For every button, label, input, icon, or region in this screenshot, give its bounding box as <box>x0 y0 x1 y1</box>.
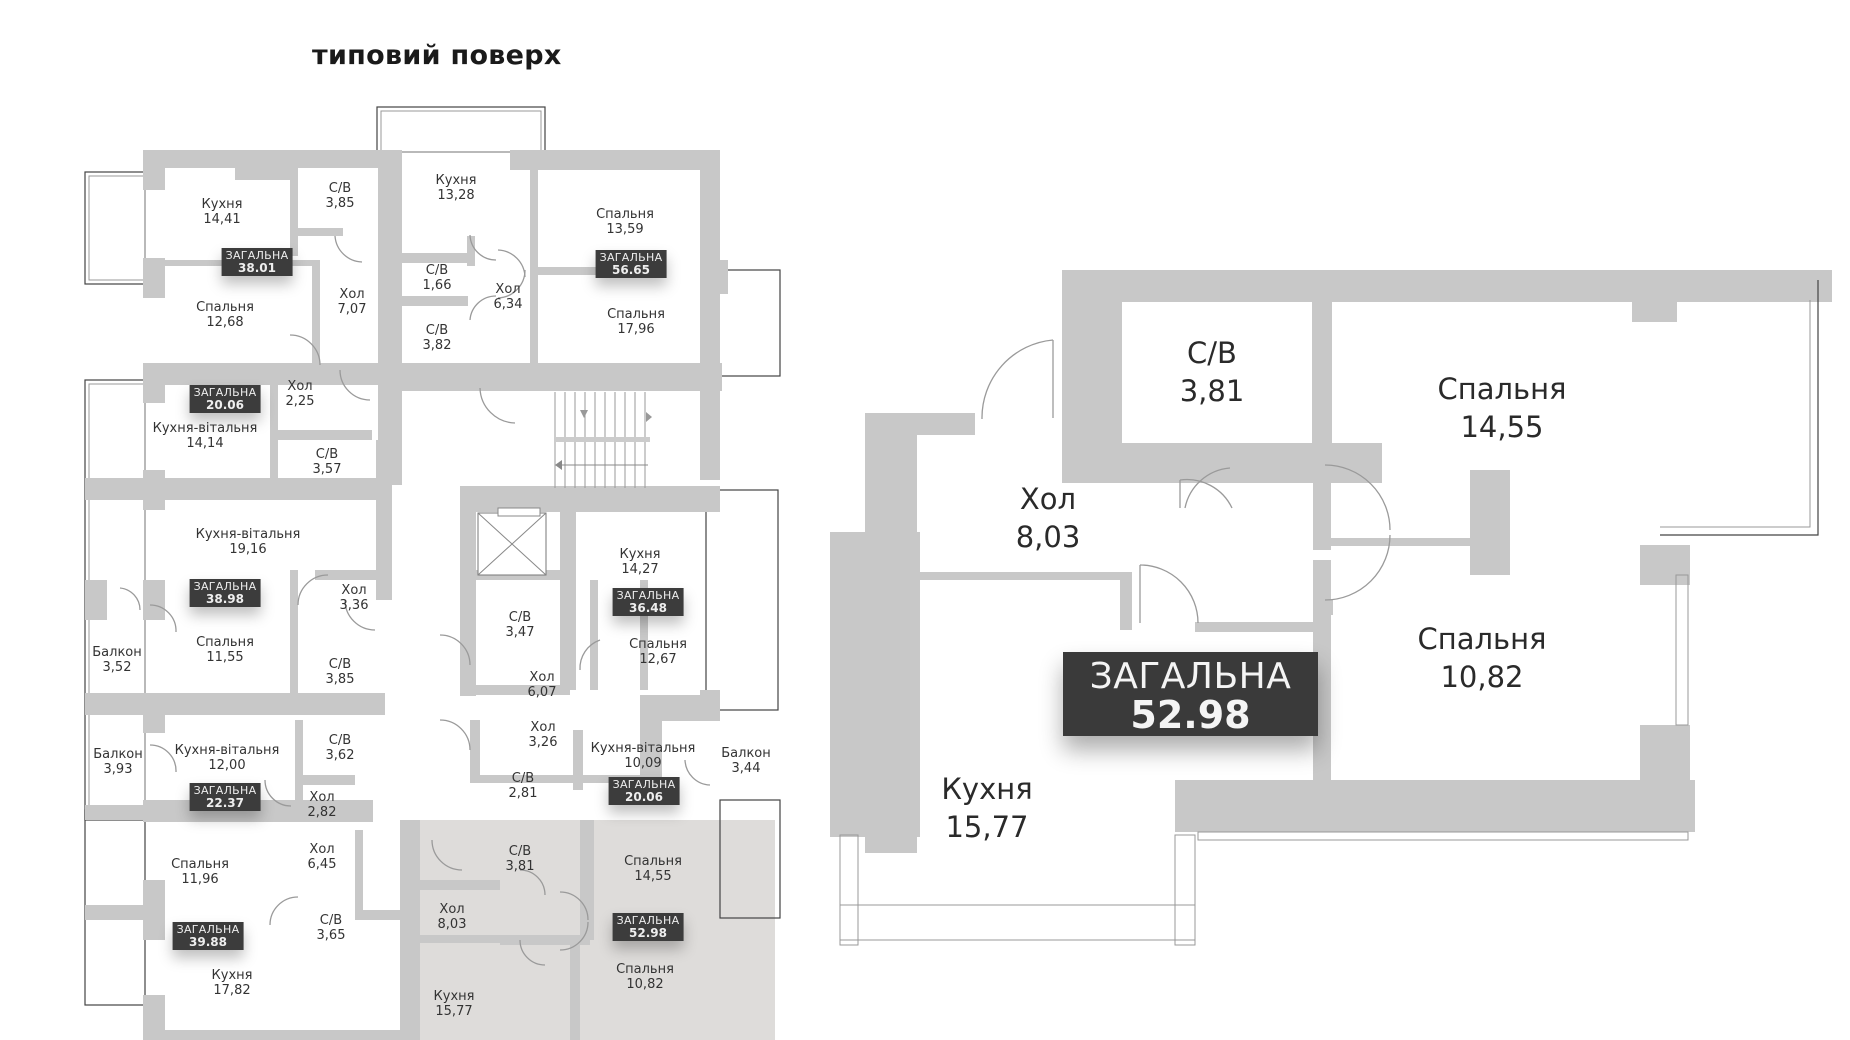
page-title: типовий поверх <box>312 40 562 71</box>
door-swing-icon <box>119 234 711 966</box>
stairs-icon[interactable] <box>554 392 652 488</box>
apartment-walls <box>830 270 1832 853</box>
elevator-icon[interactable] <box>477 507 547 576</box>
typical-floor-plan <box>84 106 781 1040</box>
